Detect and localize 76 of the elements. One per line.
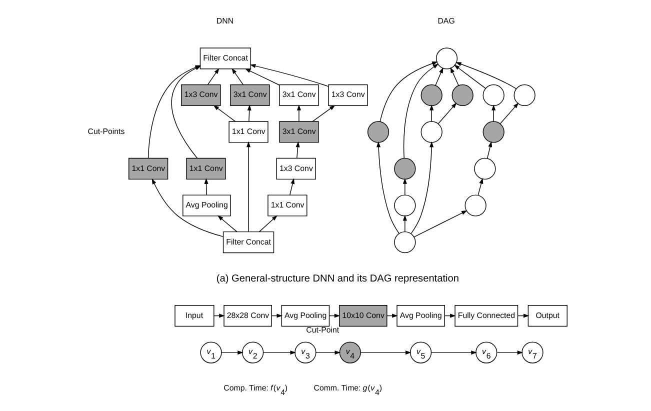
node-box: 1x3 Conv [276, 158, 316, 180]
arrow [151, 178, 223, 237]
arrow [429, 104, 434, 122]
arrow [312, 105, 335, 122]
node-box: 1x1 Conv [128, 158, 168, 180]
node-box: Output [527, 304, 567, 327]
node-circle [451, 84, 473, 106]
node-circle [394, 158, 416, 180]
label: DAG [437, 16, 454, 26]
node-circle [513, 84, 535, 106]
arrow [496, 350, 523, 355]
node-circle [366, 121, 389, 143]
arrow [315, 350, 340, 355]
node-box: Avg Pooling [182, 194, 230, 216]
arrow [453, 64, 486, 89]
node-circle [474, 158, 496, 180]
arrow [486, 141, 492, 159]
node-circle [394, 194, 416, 216]
node-box: 1x3 Conv [328, 84, 368, 106]
arrow [231, 68, 243, 86]
arrow [430, 350, 476, 355]
node-box: Input [174, 304, 214, 327]
node-box: Filter Concat [222, 231, 274, 254]
arrow [288, 178, 294, 196]
node-box: 3x1 Conv [278, 84, 318, 106]
node-box: 3x1 Conv [230, 84, 270, 106]
label: DNN [216, 16, 234, 26]
label: (a) General-structure DNN and its DAG representation [216, 274, 458, 285]
arrow [410, 141, 434, 234]
node-circle [464, 194, 486, 216]
node-box: Filter Concat [199, 48, 251, 70]
arrow [491, 104, 496, 122]
node-box: 1x1 Conv [228, 121, 268, 143]
arrow [295, 141, 300, 159]
node-box: Fully Connected [454, 304, 518, 327]
arrow [413, 210, 467, 238]
arrow [246, 141, 250, 232]
node-circle [394, 231, 416, 254]
arrow [204, 178, 208, 196]
arrow [455, 62, 516, 90]
arrow [262, 350, 296, 355]
node-box: 1x1 Conv [267, 194, 307, 216]
arrow [402, 178, 406, 196]
arrow [246, 104, 251, 122]
arrow [499, 102, 518, 124]
arrow [450, 67, 458, 86]
node-circle [482, 121, 504, 143]
node-box: 1x1 Conv [186, 158, 226, 180]
arrow [437, 102, 456, 124]
arrow [249, 64, 328, 87]
node-box: Avg Pooling [396, 304, 444, 327]
node-box: 1x3 Conv [180, 84, 220, 106]
arrow [379, 62, 438, 122]
arrow [296, 104, 300, 122]
node-box: Avg Pooling [280, 304, 330, 327]
arrow [402, 214, 406, 232]
arrow [220, 350, 243, 355]
node-box: 3x1 Conv [278, 121, 318, 143]
node-box: 10x10 Conv [338, 304, 387, 327]
node-circle [420, 84, 442, 106]
arrow [212, 105, 236, 122]
arrow [206, 68, 219, 86]
node-box: 28x28 Conv [223, 304, 272, 327]
arrow [477, 178, 483, 196]
arrow [376, 141, 399, 234]
node-circle [420, 121, 442, 143]
node-circle [435, 48, 458, 70]
node-label: Cut-Point [306, 326, 339, 335]
label: Cut-Points [87, 126, 124, 136]
arrow [360, 350, 411, 355]
arrow [434, 67, 443, 86]
arrow [216, 215, 237, 232]
arrow [244, 68, 280, 86]
arrow [258, 215, 277, 232]
arrow [402, 64, 438, 158]
node-circle [482, 84, 504, 106]
